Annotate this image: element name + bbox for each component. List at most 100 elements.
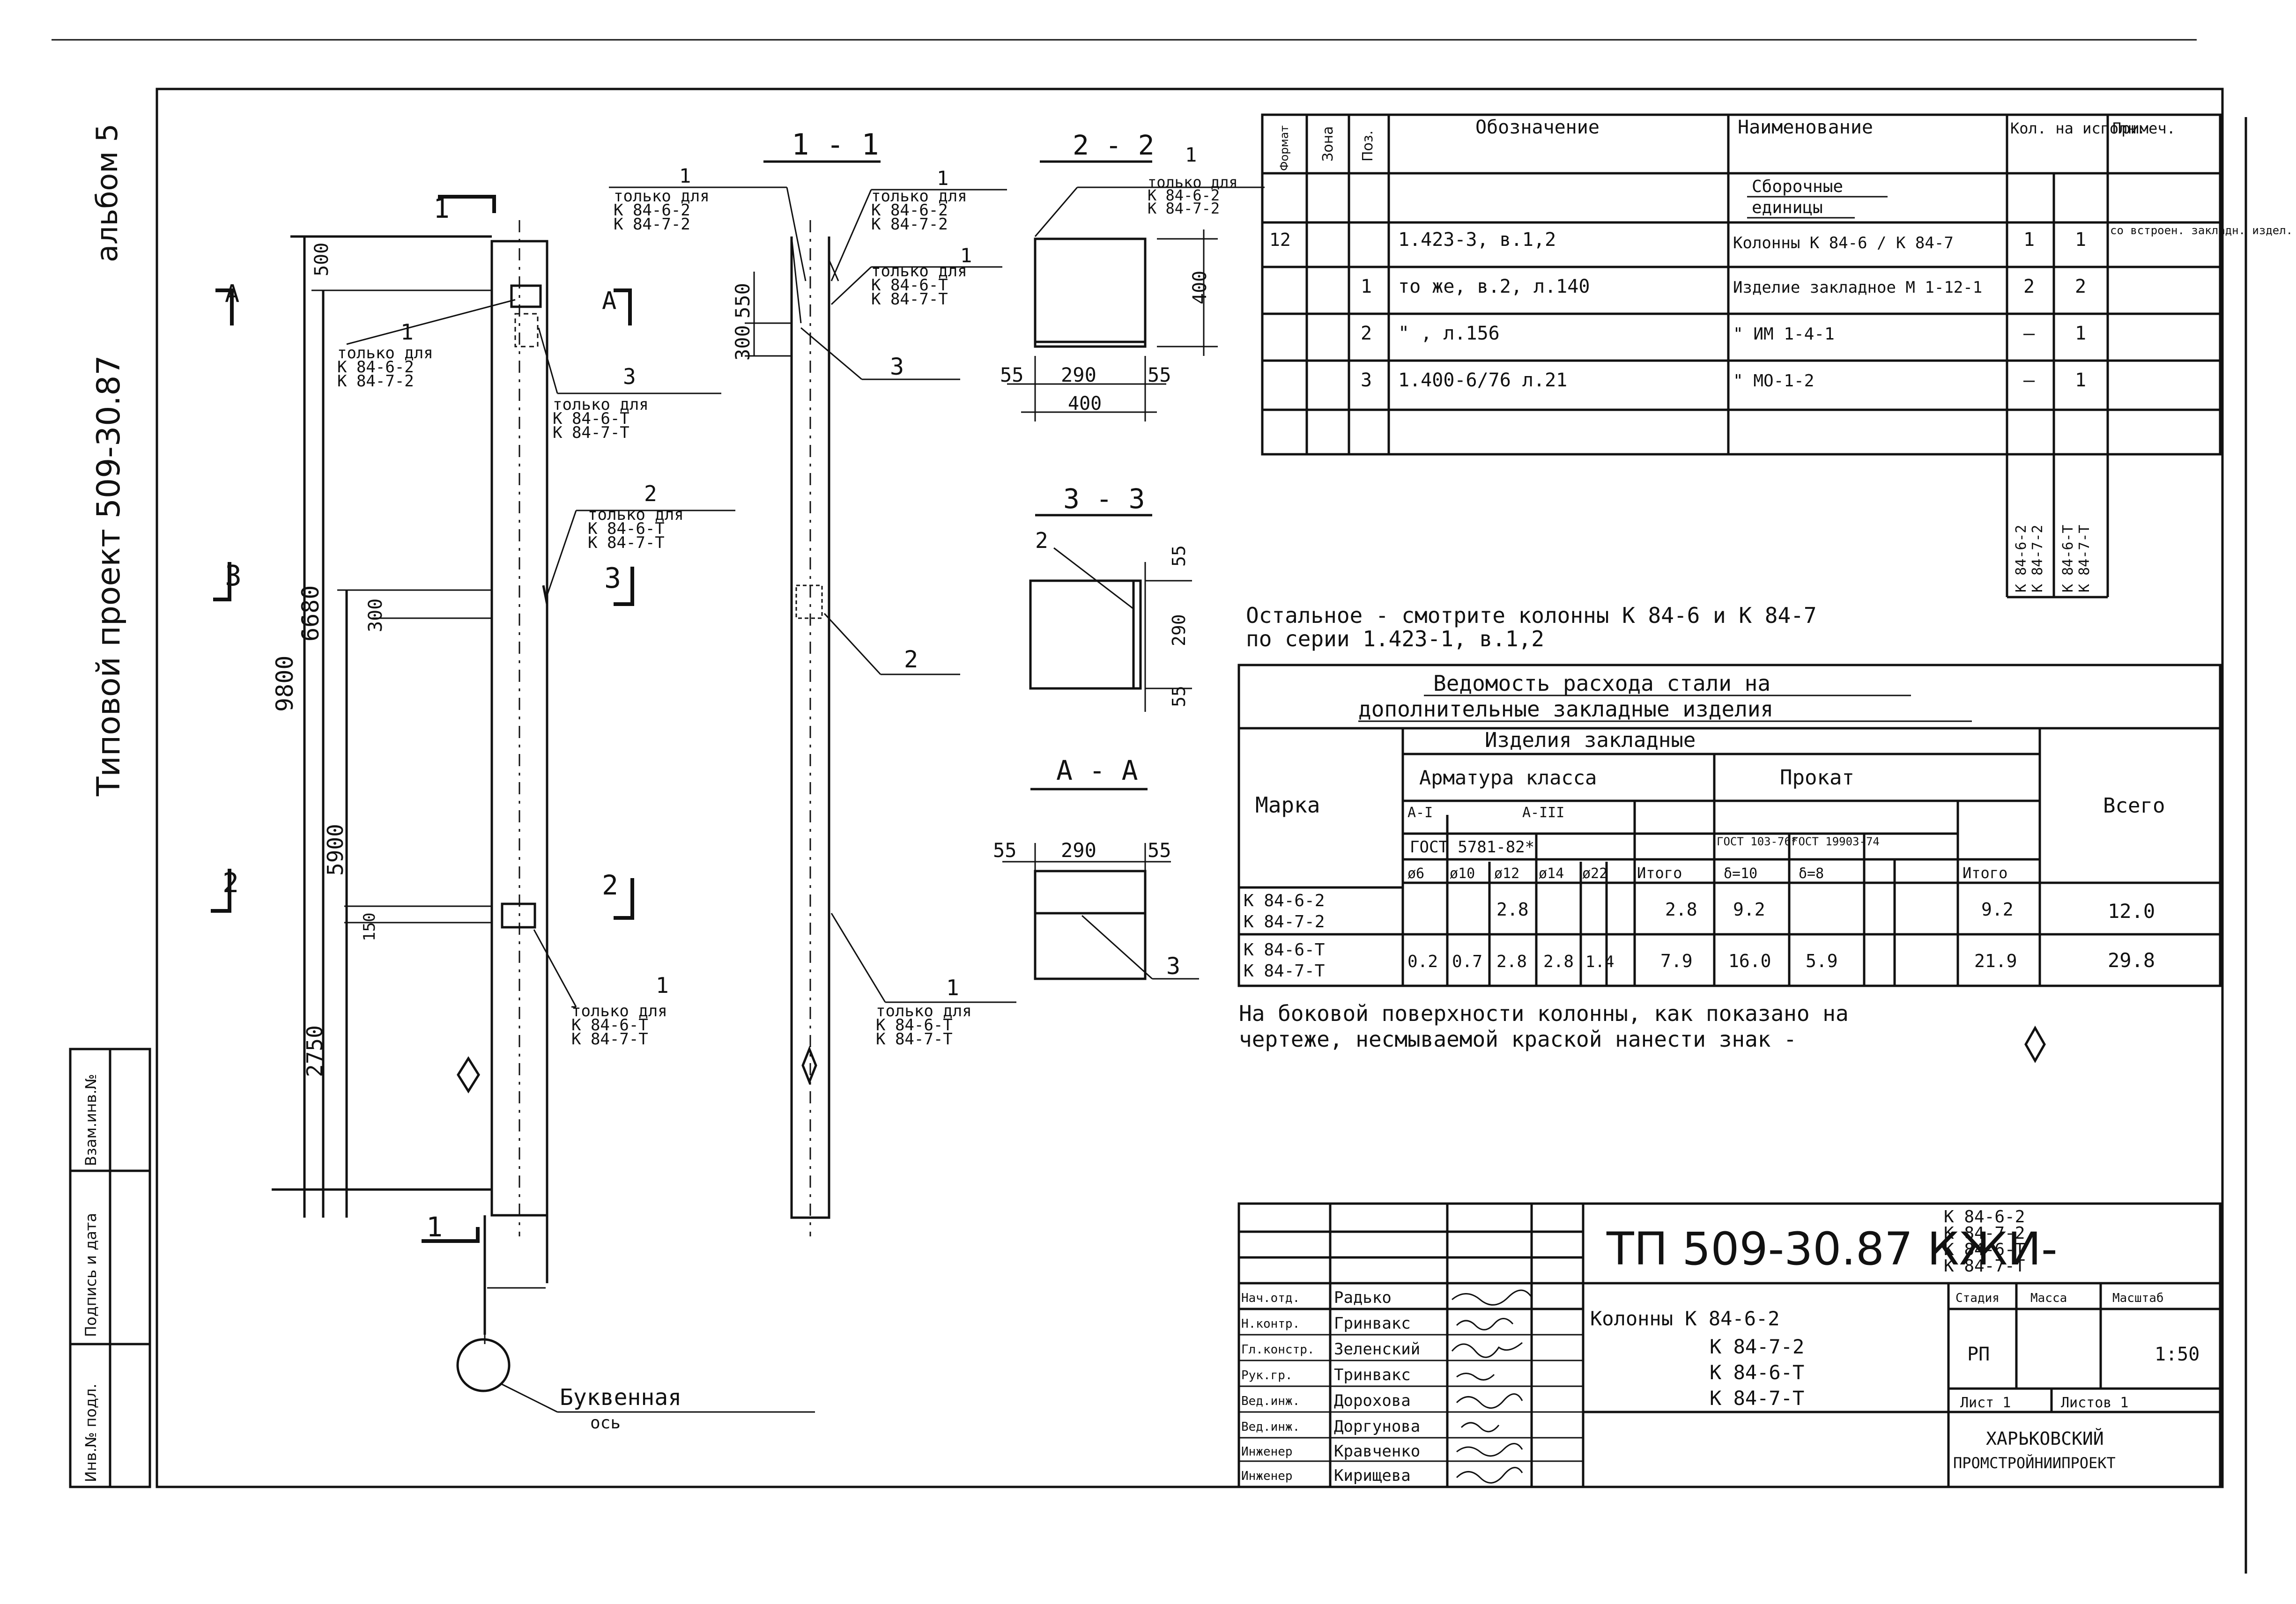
svg-text:К 84-6-Т: К 84-6-Т bbox=[1244, 940, 1325, 960]
svg-text:ХАРЬКОВСКИЙ: ХАРЬКОВСКИЙ bbox=[1986, 1428, 2104, 1449]
svg-text:1:50: 1:50 bbox=[2155, 1344, 2200, 1365]
svg-text:290: 290 bbox=[1061, 839, 1096, 862]
svg-text:1: 1 bbox=[946, 975, 959, 1000]
section-1-1-title: 1 - 1 bbox=[792, 127, 879, 162]
svg-text:290: 290 bbox=[1061, 363, 1096, 386]
svg-text:29.8: 29.8 bbox=[2108, 949, 2155, 972]
svg-text:Гринвакс: Гринвакс bbox=[1334, 1314, 1411, 1333]
svg-text:1: 1 bbox=[2075, 323, 2086, 344]
svg-text:Масштаб: Масштаб bbox=[2112, 1291, 2164, 1305]
svg-text:–: – bbox=[2023, 323, 2035, 344]
svg-text:" МО-1-2: " МО-1-2 bbox=[1733, 371, 1814, 391]
steel-title-1: Ведомость расхода стали на bbox=[1433, 671, 1770, 696]
svg-text:А: А bbox=[225, 280, 239, 308]
svg-text:55: 55 bbox=[1000, 363, 1024, 386]
binding-stamp: Инв.№ подл. Подпись и дата Взам.инв.№ bbox=[69, 1048, 151, 1488]
svg-text:А: А bbox=[602, 287, 616, 315]
section-2-2-title: 2 - 2 bbox=[1073, 129, 1155, 161]
svg-text:К 84-7-Т: К 84-7-Т bbox=[2076, 525, 2093, 593]
svg-text:ø22: ø22 bbox=[1582, 865, 1607, 882]
svg-text:2: 2 bbox=[1035, 528, 1048, 553]
svg-text:1.423-3, в.1,2: 1.423-3, в.1,2 bbox=[1398, 229, 1556, 251]
svg-text:Итого: Итого bbox=[1963, 864, 2007, 882]
svg-text:К 84-6-Т: К 84-6-Т bbox=[588, 519, 665, 538]
svg-text:только для: только для bbox=[1148, 173, 1238, 191]
svg-text:только для: только для bbox=[571, 1002, 667, 1020]
svg-text:3: 3 bbox=[1361, 370, 1372, 391]
svg-text:" ИМ 1-4-1: " ИМ 1-4-1 bbox=[1733, 325, 1835, 344]
sheet-frame bbox=[156, 88, 2224, 1488]
svg-text:Зеленский: Зеленский bbox=[1334, 1340, 1420, 1359]
svg-text:Масса: Масса bbox=[2030, 1291, 2067, 1305]
svg-text:А-I: А-I bbox=[1407, 805, 1433, 821]
mark-sign-diamond-note bbox=[2024, 1025, 2046, 1064]
svg-text:ГОСТ 5781-82*: ГОСТ 5781-82* bbox=[1410, 838, 1534, 857]
svg-text:Прокат: Прокат bbox=[1780, 766, 1854, 790]
svg-text:1: 1 bbox=[400, 319, 414, 345]
svg-text:Арматура класса: Арматура класса bbox=[1419, 766, 1597, 789]
svg-text:55: 55 bbox=[1169, 545, 1189, 567]
svg-text:единицы: единицы bbox=[1752, 198, 1823, 217]
svg-text:21.9: 21.9 bbox=[1974, 951, 2017, 971]
svg-text:3: 3 bbox=[604, 562, 621, 595]
svg-text:400: 400 bbox=[1189, 271, 1211, 304]
svg-text:К 84-7-2: К 84-7-2 bbox=[1148, 200, 1220, 217]
svg-text:3: 3 bbox=[623, 364, 636, 389]
grid-axis-circle bbox=[456, 1338, 511, 1392]
svg-text:Зона: Зона bbox=[1320, 126, 1336, 162]
svg-text:2: 2 bbox=[904, 646, 918, 673]
svg-text:Радько: Радько bbox=[1334, 1288, 1392, 1307]
svg-text:2.8: 2.8 bbox=[1496, 899, 1529, 920]
svg-text:1: 1 bbox=[2023, 229, 2035, 251]
svg-text:Всего: Всего bbox=[2103, 794, 2165, 818]
svg-text:0.2: 0.2 bbox=[1407, 952, 1438, 971]
section-a-a-title: А - А bbox=[1056, 754, 1138, 786]
stamp-vzam: Взам.инв.№ bbox=[82, 1074, 100, 1166]
section-a-a: А - А 55 290 55 3 bbox=[993, 754, 1199, 980]
svg-text:2.8: 2.8 bbox=[1665, 899, 1697, 920]
svg-text:5.9: 5.9 bbox=[1806, 951, 1838, 971]
svg-text:1: 1 bbox=[960, 244, 972, 267]
section-2-2: 2 - 2 1 только для К 84-6-2 К 84-7-2 400… bbox=[1000, 129, 1265, 421]
svg-text:Марка: Марка bbox=[1255, 792, 1320, 818]
section-1-1: 1 - 1 550 300 1 только для К 84-6-2 К 84… bbox=[609, 127, 1016, 1236]
note-rest-2: по серии 1.423-1, в.1,2 bbox=[1246, 626, 1544, 651]
title-code: ТП 509-30.87 КЖИ- bbox=[1606, 1223, 2058, 1275]
title-block: ТП 509-30.87 КЖИ- К 84-6-2 К 84-7-2 К 84… bbox=[1237, 1202, 2222, 1488]
svg-text:12.0: 12.0 bbox=[2108, 900, 2155, 923]
mark-sign-diamond bbox=[457, 1056, 480, 1094]
svg-text:550: 550 bbox=[731, 283, 754, 318]
svg-text:ПРОМСТРОЙНИИПРОЕКТ: ПРОМСТРОЙНИИПРОЕКТ bbox=[1953, 1454, 2116, 1472]
svg-text:только для: только для bbox=[614, 187, 710, 206]
svg-text:К 84-6-Т: К 84-6-Т bbox=[1944, 1240, 2025, 1259]
elevation-callouts: 1 только для К 84-6-2 К 84-7-2 3 только … bbox=[337, 299, 735, 1049]
axis-label: Буквенная bbox=[560, 1384, 681, 1411]
axis-label-2: ось bbox=[590, 1413, 621, 1433]
cut-markers-elevation: 1 1 А А 3 3 2 2 bbox=[211, 192, 634, 1243]
svg-text:3: 3 bbox=[1166, 953, 1180, 980]
note-rest: Остальное - смотрите колонны К 84-6 и К … bbox=[1246, 603, 1817, 628]
svg-text:Тринвакс: Тринвакс bbox=[1334, 1366, 1411, 1384]
svg-text:2: 2 bbox=[602, 869, 618, 901]
svg-text:7.9: 7.9 bbox=[1660, 951, 1693, 971]
svg-text:1: 1 bbox=[679, 164, 691, 187]
dim-500: 500 bbox=[311, 243, 333, 276]
svg-text:2.8: 2.8 bbox=[1543, 952, 1574, 971]
dim-6680: 6680 bbox=[297, 585, 324, 642]
stamp-inv-podl: Инв.№ подл. bbox=[82, 1383, 100, 1482]
svg-text:К 84-7-Т: К 84-7-Т bbox=[876, 1030, 953, 1049]
svg-text:2: 2 bbox=[2075, 276, 2086, 297]
svg-text:Рук.гр.: Рук.гр. bbox=[1241, 1368, 1293, 1382]
svg-text:Изделие закладное М 1-12-1: Изделие закладное М 1-12-1 bbox=[1733, 278, 1982, 297]
svg-text:Кравченко: Кравченко bbox=[1334, 1442, 1420, 1461]
svg-text:1.4: 1.4 bbox=[1585, 953, 1614, 971]
dim-2750: 2750 bbox=[302, 1025, 327, 1077]
svg-text:со встроен. закладн. издел.: со встроен. закладн. издел. bbox=[2110, 224, 2293, 237]
svg-text:К 84-6-2: К 84-6-2 bbox=[337, 358, 414, 377]
svg-text:только для: только для bbox=[337, 344, 433, 362]
steel-table: Ведомость расхода стали на дополнительны… bbox=[1237, 664, 2222, 987]
svg-text:К 84-6-2: К 84-6-2 bbox=[1944, 1207, 2025, 1227]
svg-text:К 84-7-2: К 84-7-2 bbox=[337, 372, 414, 391]
svg-text:только для: только для bbox=[553, 395, 649, 414]
